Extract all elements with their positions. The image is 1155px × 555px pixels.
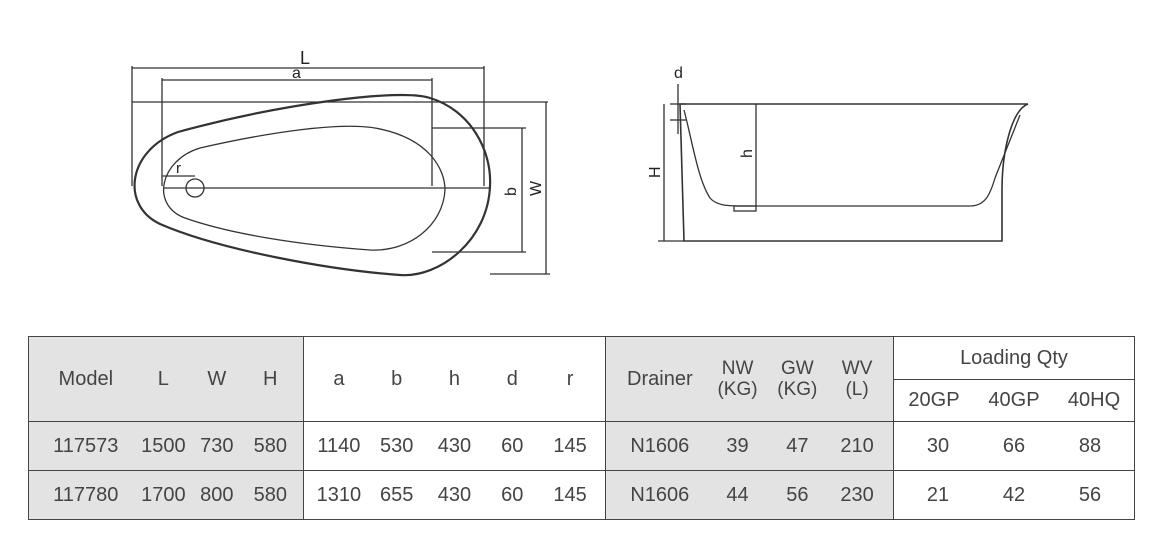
cell-gw: 47 [786, 434, 809, 457]
cell-L: 1500 [141, 434, 186, 457]
cell-nw: 39 [726, 434, 749, 457]
label-d: d [674, 65, 683, 82]
header-gw: GW (KG) [767, 358, 827, 400]
cell-b: 530 [380, 434, 414, 457]
row-1-drainer-group: N1606 39 47 210 [605, 421, 894, 471]
row-2-drainer-group: N1606 44 56 230 [605, 470, 894, 520]
label-r: r [176, 160, 181, 177]
cell-r: 145 [553, 483, 587, 506]
label-a: a [292, 65, 301, 82]
header-wv-unit: (L) [845, 379, 869, 400]
technical-drawings: L a r b W d H h [131, 48, 1029, 277]
header-group-loading: Loading Qty 20GP 40GP 40HQ [893, 336, 1135, 422]
cell-40hq: 56 [1078, 483, 1102, 506]
row-1-loading-group: 30 66 88 [893, 421, 1135, 471]
header-group-dims: a b h d r [303, 336, 606, 422]
header-W: W [207, 367, 227, 390]
header-loading-qty: Loading Qty [894, 337, 1134, 380]
cell-20gp: 30 [926, 434, 950, 457]
cell-40gp: 42 [1002, 483, 1026, 506]
header-nw: NW (KG) [708, 358, 768, 400]
cell-H: 580 [253, 434, 287, 457]
header-b: b [391, 367, 403, 390]
table-row: 117780 1700 800 580 1310 655 430 60 145 … [28, 470, 1135, 520]
cell-h: 430 [437, 483, 472, 506]
header-h: h [448, 367, 461, 390]
header-a: a [333, 367, 345, 390]
header-gw-label: GW [780, 358, 814, 379]
cell-a: 1140 [317, 434, 361, 457]
header-drainer: Drainer [627, 367, 693, 390]
cell-20gp: 21 [926, 483, 950, 506]
header-wv-label: WV [841, 358, 873, 379]
cell-wv: 230 [840, 483, 874, 506]
row-2-model-group: 117780 1700 800 580 [28, 470, 304, 520]
cell-L: 1700 [141, 483, 186, 506]
cell-wv: 210 [840, 434, 874, 457]
header-d: d [506, 367, 518, 390]
spec-table: Model L W H a b h d r Drainer NW (KG) [28, 336, 1135, 520]
table-header-row: Model L W H a b h d r Drainer NW (KG) [28, 336, 1135, 422]
table-row: 117573 1500 730 580 1140 530 430 60 145 … [28, 421, 1135, 471]
header-r: r [566, 367, 574, 390]
side-view-drawing [658, 84, 1029, 242]
header-model: Model [58, 367, 114, 390]
header-nw-label: NW [721, 358, 754, 379]
cell-40hq: 88 [1078, 434, 1102, 457]
row-2-loading-group: 21 42 56 [893, 470, 1135, 520]
header-40hq: 40HQ [1067, 389, 1121, 411]
header-group-drainer: Drainer NW (KG) GW (KG) WV (L) [605, 336, 894, 422]
cell-gw: 56 [786, 483, 809, 506]
header-20gp: 20GP [908, 389, 960, 411]
cell-40gp: 66 [1002, 434, 1026, 457]
header-group-model: Model L W H [28, 336, 304, 422]
cell-drainer: N1606 [630, 434, 690, 457]
cell-d: 60 [501, 483, 524, 506]
cell-d: 60 [501, 434, 524, 457]
cell-b: 655 [380, 483, 414, 506]
cell-W: 800 [200, 483, 234, 506]
header-nw-unit: (KG) [717, 379, 758, 400]
cell-drainer: N1606 [630, 483, 690, 506]
cell-r: 145 [553, 434, 587, 457]
label-L: L [300, 48, 310, 68]
label-W: W [528, 180, 545, 196]
header-gw-unit: (KG) [777, 379, 818, 400]
cell-h: 430 [437, 434, 472, 457]
header-40gp: 40GP [988, 389, 1040, 411]
cell-nw: 44 [726, 483, 749, 506]
row-2-dims-group: 1310 655 430 60 145 [303, 470, 606, 520]
header-wv: WV (L) [827, 358, 887, 400]
header-L: L [157, 367, 169, 390]
row-1-dims-group: 1140 530 430 60 145 [303, 421, 606, 471]
label-h: h [739, 149, 756, 158]
label-b: b [503, 187, 520, 196]
label-H: H [647, 166, 664, 178]
cell-model: 117780 [53, 483, 119, 506]
row-1-model-group: 117573 1500 730 580 [28, 421, 304, 471]
cell-H: 580 [253, 483, 287, 506]
cell-model: 117573 [53, 434, 119, 457]
cell-a: 1310 [316, 483, 362, 506]
header-H: H [263, 367, 278, 390]
cell-W: 730 [200, 434, 234, 457]
top-view-drawing [131, 66, 550, 277]
